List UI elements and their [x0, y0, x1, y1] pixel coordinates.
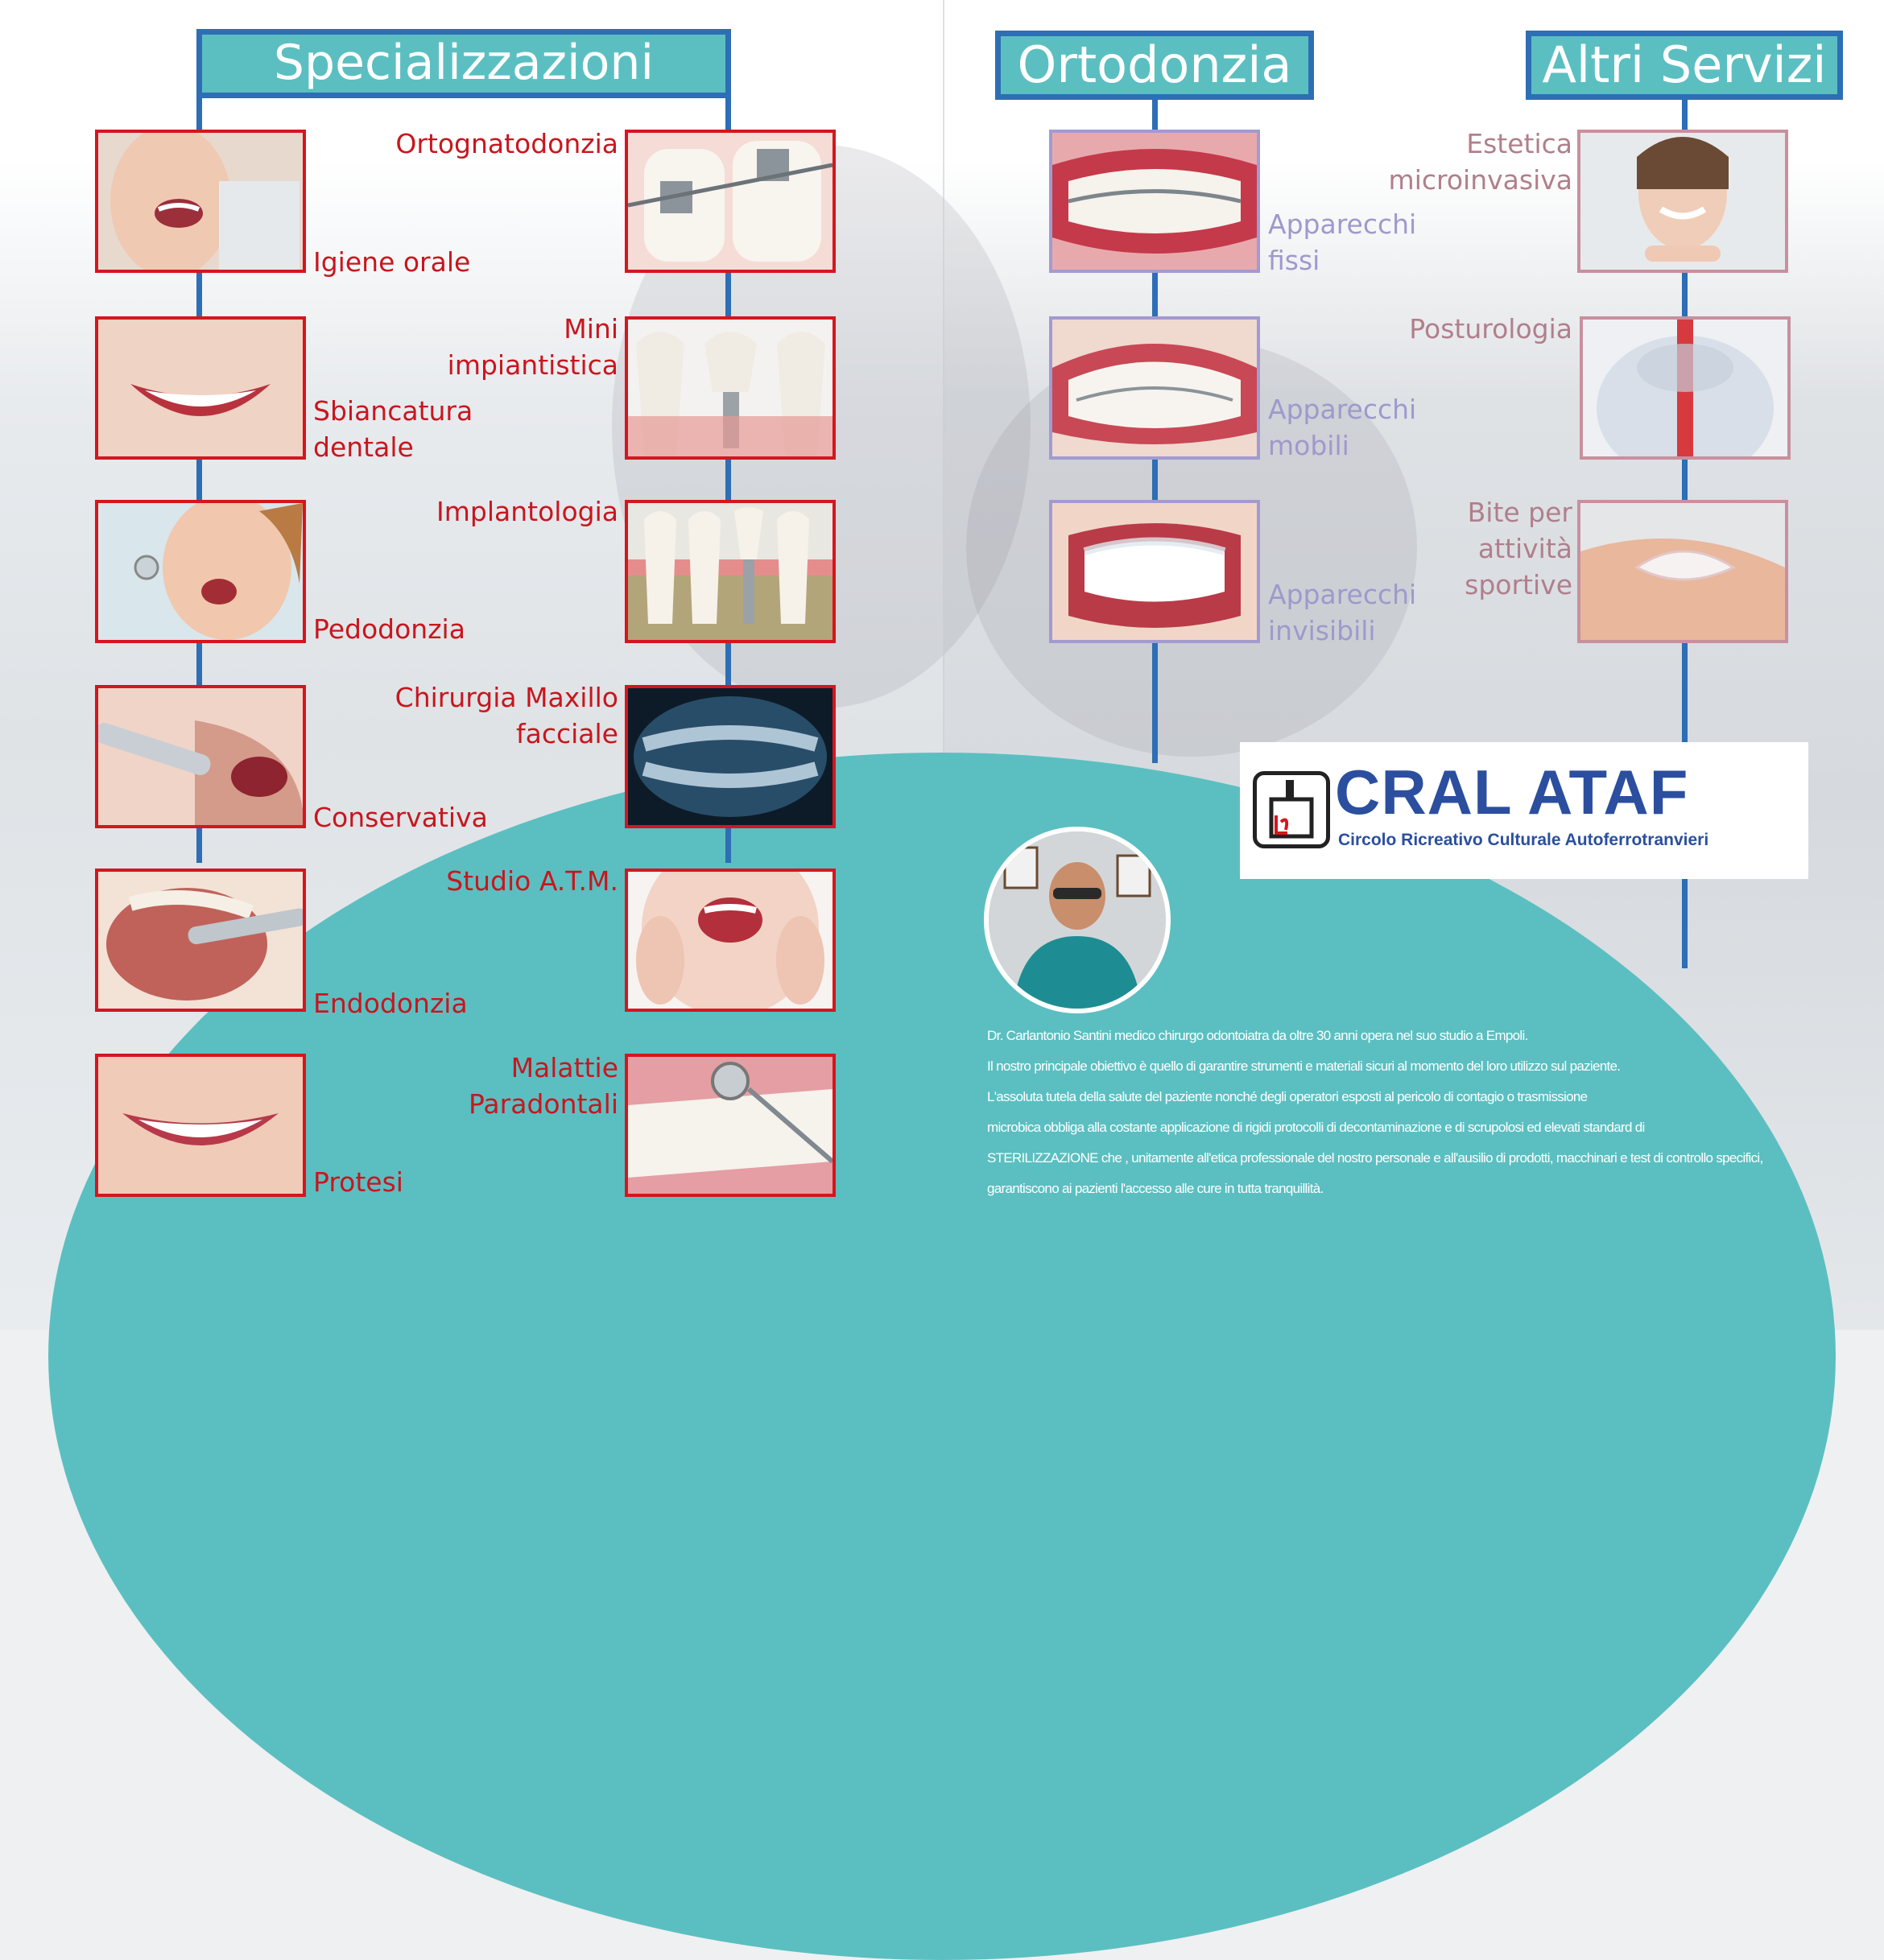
altri-servizi-title: Altri Servizi — [1526, 31, 1843, 100]
malattie-paradontali-photo — [625, 1054, 836, 1197]
protesi-label: Protesi — [313, 1166, 403, 1198]
apparecchi-fissi-label: Apparecchi fissi — [1268, 208, 1417, 276]
conservativa-photo — [95, 685, 306, 828]
ortognatodonzia-label: Ortognatodonzia — [395, 128, 618, 159]
connector-right — [725, 58, 731, 863]
description-line: garantiscono ai pazienti l'accesso alle … — [987, 1181, 1324, 1196]
apparecchi-mobili-label: Apparecchi mobili — [1268, 394, 1417, 461]
description-line: Dr. Carlantonio Santini medico chirurgo … — [987, 1028, 1528, 1043]
malattie-paradontali-label: Malattie Paradontali — [469, 1052, 618, 1120]
apparecchi-invisibili-photo — [1049, 500, 1260, 643]
mini-impiantistica-label: Mini impiantistica — [447, 313, 618, 381]
posturologia-label: Posturologia — [1409, 313, 1572, 345]
bite-photo — [1577, 500, 1788, 643]
endodonzia-label: Endodonzia — [313, 988, 468, 1019]
ortognatodonzia-photo — [625, 130, 836, 273]
description-line: microbica obbliga alla costante applicaz… — [987, 1120, 1645, 1135]
logo-subtitle: Circolo Ricreativo Culturale Autoferrotr… — [1338, 831, 1709, 849]
ortodonzia-title-text: Ortodonzia — [1017, 35, 1292, 94]
apparecchi-invisibili-label: Apparecchi invisibili — [1268, 579, 1417, 646]
posturologia-photo — [1580, 316, 1791, 460]
igiene-orale-label: Igiene orale — [313, 246, 471, 278]
conservativa-label: Conservativa — [313, 802, 488, 833]
apparecchi-mobili-photo — [1049, 316, 1260, 460]
bite-label: Bite per attività sportive — [1465, 497, 1572, 600]
sbiancatura-photo — [95, 316, 306, 460]
description-line: STERILIZZAZIONE che , unitamente all'eti… — [987, 1150, 1763, 1166]
specializzazioni-title: Specializzazioni — [196, 29, 731, 98]
implantologia-label: Implantologia — [436, 496, 618, 527]
cral-ataf-logo: CRAL ATAF Circolo Ricreativo Culturale A… — [1240, 742, 1808, 879]
cral-ataf-emblem — [1253, 771, 1330, 848]
protesi-photo — [95, 1054, 306, 1197]
teal-arc-background — [48, 753, 1836, 1960]
igiene-orale-photo — [95, 130, 306, 273]
pedodonzia-label: Pedodonzia — [313, 613, 465, 645]
altri-servizi-title-text: Altri Servizi — [1542, 35, 1827, 94]
logo-title: CRAL ATAF — [1335, 757, 1689, 827]
studio-atm-photo — [625, 869, 836, 1012]
description-line: L'assoluta tutela della salute del pazie… — [987, 1089, 1588, 1104]
sbiancatura-label: Sbiancatura dentale — [313, 395, 473, 463]
doctor-avatar — [984, 827, 1171, 1013]
specializzazioni-title-text: Specializzazioni — [273, 35, 655, 91]
page-fold — [943, 0, 944, 1330]
mini-impiantistica-photo — [625, 316, 836, 460]
estetica-photo — [1577, 130, 1788, 273]
studio-atm-label: Studio A.T.M. — [446, 865, 618, 897]
estetica-label: Estetica microinvasiva — [1388, 128, 1572, 196]
chirurgia-photo — [625, 685, 836, 828]
apparecchi-fissi-photo — [1049, 130, 1260, 273]
chirurgia-label: Chirurgia Maxillo facciale — [395, 682, 618, 749]
pedodonzia-photo — [95, 500, 306, 643]
doctor-description: Dr. Carlantonio Santini medico chirurgo … — [987, 1021, 1763, 1204]
implantologia-photo — [625, 500, 836, 643]
endodonzia-photo — [95, 869, 306, 1012]
connector-left — [196, 58, 202, 863]
description-line: Il nostro principale obiettivo è quello … — [987, 1058, 1621, 1074]
ortodonzia-title: Ortodonzia — [995, 31, 1314, 100]
